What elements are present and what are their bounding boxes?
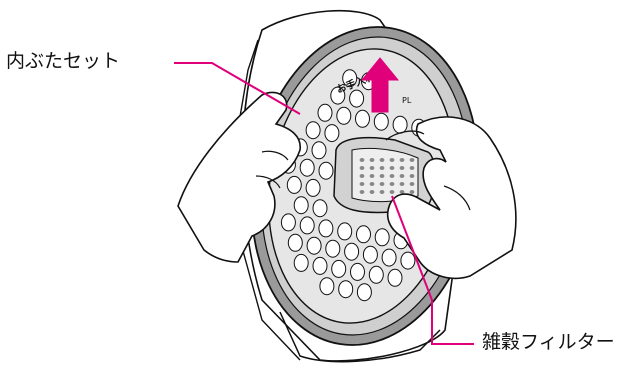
lid-hole bbox=[288, 234, 302, 251]
lid-hole bbox=[338, 223, 352, 240]
lid-hole bbox=[306, 122, 320, 139]
label-grain-filter: 雑穀フィルター bbox=[482, 333, 615, 352]
lid-hole bbox=[307, 237, 321, 254]
filter-hole bbox=[360, 182, 365, 186]
lid-hole bbox=[393, 116, 407, 133]
lid-hole bbox=[320, 278, 334, 295]
lid-hole bbox=[374, 113, 388, 130]
lid-hole bbox=[401, 252, 415, 269]
lid-hole bbox=[326, 240, 340, 257]
lid-hole bbox=[287, 176, 301, 193]
filter-hole bbox=[400, 182, 405, 186]
filter-hole bbox=[360, 190, 365, 194]
filter-hole bbox=[380, 182, 385, 186]
filter-hole bbox=[360, 158, 365, 162]
filter-hole bbox=[370, 190, 375, 194]
filter-hole bbox=[390, 174, 395, 178]
lid-hole bbox=[332, 260, 346, 277]
lid-hole bbox=[300, 159, 314, 176]
lid-marking-right: PL bbox=[402, 96, 412, 105]
lid-hole bbox=[382, 249, 396, 266]
filter-hole bbox=[390, 166, 395, 170]
lid-hole bbox=[375, 229, 389, 246]
lid-hole bbox=[300, 217, 314, 234]
filter-hole bbox=[380, 166, 385, 170]
lid-hole bbox=[313, 200, 327, 217]
filter-hole bbox=[410, 190, 415, 194]
lid-hole bbox=[337, 107, 351, 124]
filter-hole bbox=[410, 158, 415, 162]
filter-hole bbox=[380, 190, 385, 194]
lid-hole bbox=[369, 266, 383, 283]
lid-hole bbox=[350, 90, 364, 107]
lid-hole bbox=[357, 226, 371, 243]
lid-hole bbox=[318, 104, 332, 121]
lid-hole bbox=[319, 220, 333, 237]
lid-hole bbox=[319, 162, 333, 179]
lid-hole bbox=[339, 281, 353, 298]
filter-hole bbox=[370, 182, 375, 186]
filter-hole bbox=[400, 158, 405, 162]
lid-hole bbox=[281, 214, 295, 231]
filter-hole bbox=[370, 174, 375, 178]
filter-hole bbox=[360, 166, 365, 170]
filter-hole bbox=[390, 182, 395, 186]
filter-hole bbox=[380, 174, 385, 178]
filter-hole bbox=[410, 182, 415, 186]
filter-hole bbox=[360, 174, 365, 178]
filter-hole bbox=[390, 190, 395, 194]
lid-hole bbox=[357, 284, 371, 301]
filter-hole bbox=[400, 174, 405, 178]
lid-hole bbox=[363, 246, 377, 263]
label-inner-lid-set: 内ぶたセット bbox=[6, 52, 120, 71]
filter-hole bbox=[370, 166, 375, 170]
lid-hole bbox=[325, 125, 339, 142]
lid-hole bbox=[345, 243, 359, 260]
lid-hole bbox=[313, 257, 327, 274]
lid-hole bbox=[294, 197, 308, 214]
filter-hole bbox=[390, 158, 395, 162]
lid-hole bbox=[294, 254, 308, 271]
lid-hole bbox=[306, 179, 320, 196]
lid-hole bbox=[351, 263, 365, 280]
filter-hole bbox=[380, 158, 385, 162]
filter-hole bbox=[370, 158, 375, 162]
filter-hole bbox=[410, 174, 415, 178]
filter-hole bbox=[410, 166, 415, 170]
lid-hole bbox=[388, 269, 402, 286]
lid-hole bbox=[356, 110, 370, 127]
filter-hole bbox=[400, 166, 405, 170]
lid-hole bbox=[312, 142, 326, 159]
